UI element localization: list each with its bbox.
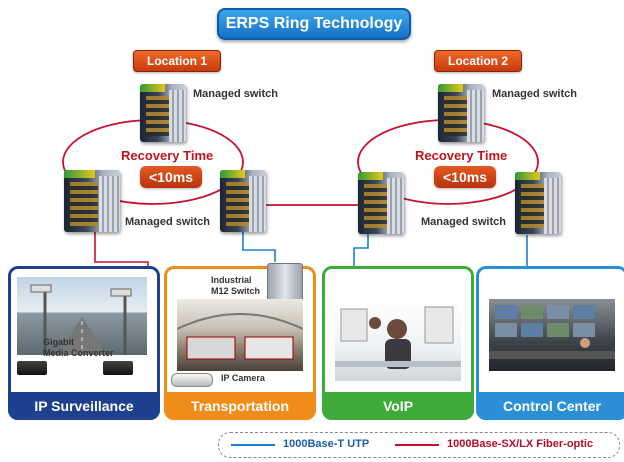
panel-title-voip: VoIP — [322, 392, 474, 420]
location-1-badge: Location 1 — [133, 50, 221, 72]
recovery-time-label: Recovery Time — [415, 148, 508, 163]
managed-switch-loc2-right — [515, 172, 561, 234]
train-station-photo — [177, 299, 303, 371]
managed-switch-loc1-left — [64, 170, 120, 232]
media-converter-label-line1: Gigabit — [43, 337, 74, 347]
panel-control-center: Control Center — [476, 266, 624, 420]
managed-switch-loc2-top — [438, 84, 484, 142]
managed-switch-label: Managed switch — [193, 88, 278, 100]
legend-utp-label: 1000Base-T UTP — [283, 438, 370, 450]
legend-fiber-swatch — [395, 444, 439, 446]
panel-ip-surveillance: Gigabit Media Converter IP Surveillance — [8, 266, 160, 420]
managed-switch-label: Managed switch — [492, 88, 577, 100]
surveillance-photo — [17, 277, 147, 355]
managed-switch-loc2-left — [358, 172, 404, 234]
managed-switch-loc1-right — [220, 170, 266, 232]
panel-title-control-center: Control Center — [476, 392, 624, 420]
ip-camera-label: IP Camera — [221, 373, 265, 383]
managed-switch-label: Managed switch — [421, 216, 506, 228]
media-converter-1 — [17, 361, 47, 375]
industrial-switch-label-line2: M12 Switch — [211, 286, 261, 296]
ip-camera — [171, 373, 213, 387]
call-center-photo — [335, 299, 461, 381]
panel-title-transportation: Transportation — [164, 392, 316, 420]
diagram-title: ERPS Ring Technology — [217, 8, 411, 40]
managed-switch-loc1-top — [140, 84, 186, 142]
media-converter-2 — [103, 361, 133, 375]
legend-utp-swatch — [231, 444, 275, 446]
panel-title-ip-surveillance: IP Surveillance — [8, 392, 160, 420]
managed-switch-label: Managed switch — [125, 216, 210, 228]
panel-transportation: Industrial M12 Switch IP Camera Transpor… — [164, 263, 316, 420]
panel-voip: VoIP — [322, 266, 474, 420]
control-room-photo — [489, 299, 615, 371]
legend-fiber-label: 1000Base-SX/LX Fiber-optic — [447, 438, 594, 450]
recovery-time-label: Recovery Time — [121, 148, 214, 163]
legend: 1000Base-T UTP 1000Base-SX/LX Fiber-opti… — [218, 432, 620, 458]
recovery-time-value: <10ms — [434, 166, 496, 188]
utp-link-transportation — [242, 232, 276, 262]
location-2-badge: Location 2 — [434, 50, 522, 72]
recovery-time-value: <10ms — [140, 166, 202, 188]
media-converter-label-line2: Media Converter — [43, 348, 114, 358]
industrial-switch-label-line1: Industrial — [211, 275, 252, 285]
